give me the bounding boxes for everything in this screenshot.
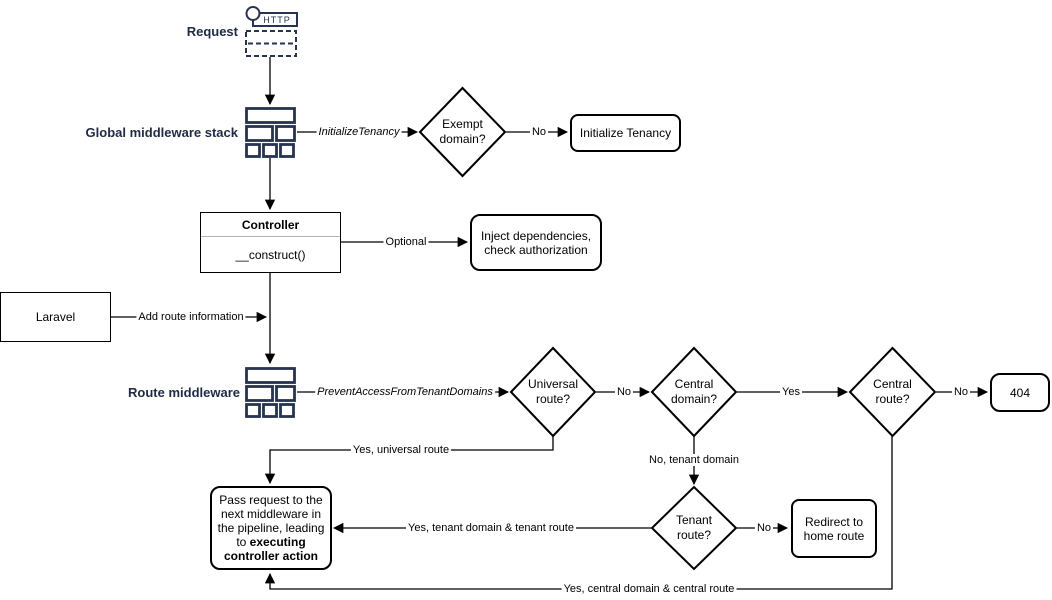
decision-central-route: [848, 346, 937, 438]
inject-dependencies-box: Inject dependencies, check authorization: [470, 214, 602, 271]
redirect-home-box: Redirect to home route: [791, 499, 877, 558]
edge-label-yes-central: Yes, central domain & central route: [561, 583, 737, 595]
edge-label-optional: Optional: [383, 236, 429, 248]
decision-central-route-label: Central route?: [873, 377, 912, 406]
decision-universal-route: [509, 346, 597, 438]
edge-label-prevent-access: PreventAccessFromTenantDomains: [315, 386, 495, 398]
controller-title: Controller: [201, 213, 340, 237]
http-request-icon: HTTP: [244, 5, 298, 58]
laravel-box: Laravel: [0, 292, 111, 342]
pass-request-box: Pass request to the next middleware in t…: [210, 486, 332, 570]
edge-label-no-universal: No: [614, 386, 634, 398]
edge-label-no-central-route: No: [951, 386, 971, 398]
http-label: HTTP: [263, 15, 291, 25]
decision-central-domain-label: Central domain?: [670, 377, 718, 406]
edge-label-add-route-information: Add route information: [136, 311, 246, 323]
route-middleware-stage-label: Route middleware: [128, 385, 240, 400]
middleware-stack-icon: [245, 367, 296, 418]
not-found-box: 404: [990, 373, 1050, 412]
edge-label-yes-tenant: Yes, tenant domain & tenant route: [406, 522, 576, 534]
edge-label-initialize-tenancy: InitializeTenancy: [316, 126, 402, 138]
decision-exempt-domain-label: Exempt domain?: [439, 117, 486, 146]
initialize-tenancy-box: Initialize Tenancy: [570, 114, 681, 152]
request-stage-label: Request: [186, 24, 238, 39]
edge-label-no-tenant-domain: No, tenant domain: [647, 454, 741, 466]
edge-label-no-tenant-route: No: [754, 522, 774, 534]
controller-box: Controller __construct(): [200, 212, 341, 273]
decision-universal-route-label: Universal route?: [527, 377, 578, 406]
edge-label-yes-universal-route: Yes, universal route: [350, 444, 452, 456]
controller-method: __construct(): [235, 247, 306, 262]
decision-exempt-domain: [418, 86, 507, 178]
middleware-stack-icon: [245, 107, 296, 158]
decision-central-domain: [650, 346, 738, 438]
global-middleware-stage-label: Global middleware stack: [85, 125, 238, 140]
edge-label-no-exempt: No: [529, 126, 549, 138]
edge-label-yes-central-domain: Yes: [780, 386, 802, 398]
decision-tenant-route: [650, 485, 738, 571]
pass-request-text: Pass request to the next middleware in t…: [217, 493, 325, 549]
decision-tenant-route-label: Tenant route?: [675, 513, 713, 542]
pass-request-bold-text: executing controller action: [223, 535, 318, 563]
